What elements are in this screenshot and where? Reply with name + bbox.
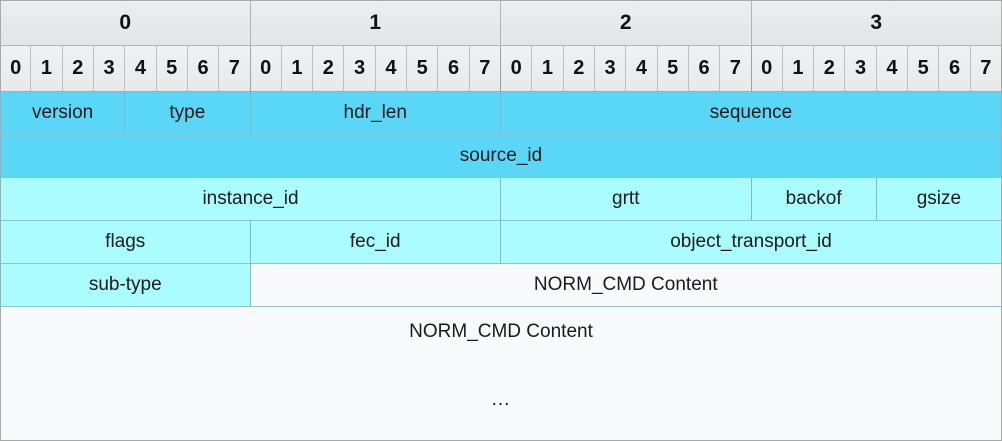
bit-header-cell: 5	[407, 46, 439, 92]
packet-field: flags	[0, 221, 251, 264]
packet-field: type	[125, 92, 251, 135]
packet-field: NORM_CMD Content	[250, 264, 1002, 307]
bit-header-cell: 4	[125, 46, 157, 92]
bit-header-cell: 2	[62, 46, 94, 92]
packet-field: gsize	[876, 178, 1002, 221]
content-ellipsis: ...	[491, 389, 511, 410]
bit-header-cell: 3	[93, 46, 126, 92]
packet-field: grtt	[501, 178, 752, 221]
bit-header-cell: 3	[845, 46, 877, 92]
packet-field: version	[0, 92, 126, 135]
bit-header-cell: 2	[814, 46, 846, 92]
bit-header-cell: 6	[688, 46, 721, 92]
bit-header-cell: 4	[876, 46, 909, 92]
bit-header-cell: 5	[908, 46, 940, 92]
bit-header-cell: 5	[657, 46, 689, 92]
bit-header-cell: 1	[532, 46, 564, 92]
bit-header-cell: 4	[375, 46, 408, 92]
packet-field: fec_id	[250, 221, 501, 264]
bit-header-cell: 7	[970, 46, 1002, 92]
norm-cmd-content-block: NORM_CMD Content ...	[0, 307, 1002, 441]
bit-header-cell: 0	[751, 46, 783, 92]
packet-field: object_transport_id	[501, 221, 1002, 264]
bit-header-cell: 7	[469, 46, 501, 92]
packet-field: sub-type	[0, 264, 251, 307]
bit-header-cell: 3	[594, 46, 627, 92]
content-row: NORM_CMD Content ...	[0, 307, 1002, 441]
bit-header-cell: 0	[250, 46, 282, 92]
bit-header-cell: 1	[782, 46, 815, 92]
packet-field: instance_id	[0, 178, 501, 221]
byte-header-cell: 2	[501, 0, 752, 46]
bit-header-cell: 1	[281, 46, 314, 92]
bit-header-cell: 0	[0, 46, 32, 92]
bit-header-cell: 3	[344, 46, 376, 92]
byte-header-cell: 0	[0, 0, 251, 46]
packet-field: sequence	[501, 92, 1002, 135]
bit-header-cell: 6	[438, 46, 470, 92]
bit-header-cell: 0	[501, 46, 533, 92]
bit-header-cell: 1	[31, 46, 63, 92]
packet-field: backof	[751, 178, 877, 221]
norm-cmd-content-label: NORM_CMD Content	[409, 321, 593, 342]
bit-header-cell: 6	[187, 46, 220, 92]
bit-header-cell: 4	[626, 46, 658, 92]
byte-header-cell: 1	[250, 0, 501, 46]
packet-field-row: source_id	[0, 135, 1002, 178]
bit-header-cell: 5	[156, 46, 188, 92]
packet-field: hdr_len	[250, 92, 501, 135]
packet-field: source_id	[0, 135, 1002, 178]
bit-header-cell: 2	[313, 46, 345, 92]
bit-header-cell: 7	[720, 46, 752, 92]
byte-header-cell: 3	[751, 0, 1002, 46]
bit-header-cell: 7	[219, 46, 251, 92]
bit-header-cell: 2	[563, 46, 595, 92]
bit-header-cell: 6	[939, 46, 971, 92]
